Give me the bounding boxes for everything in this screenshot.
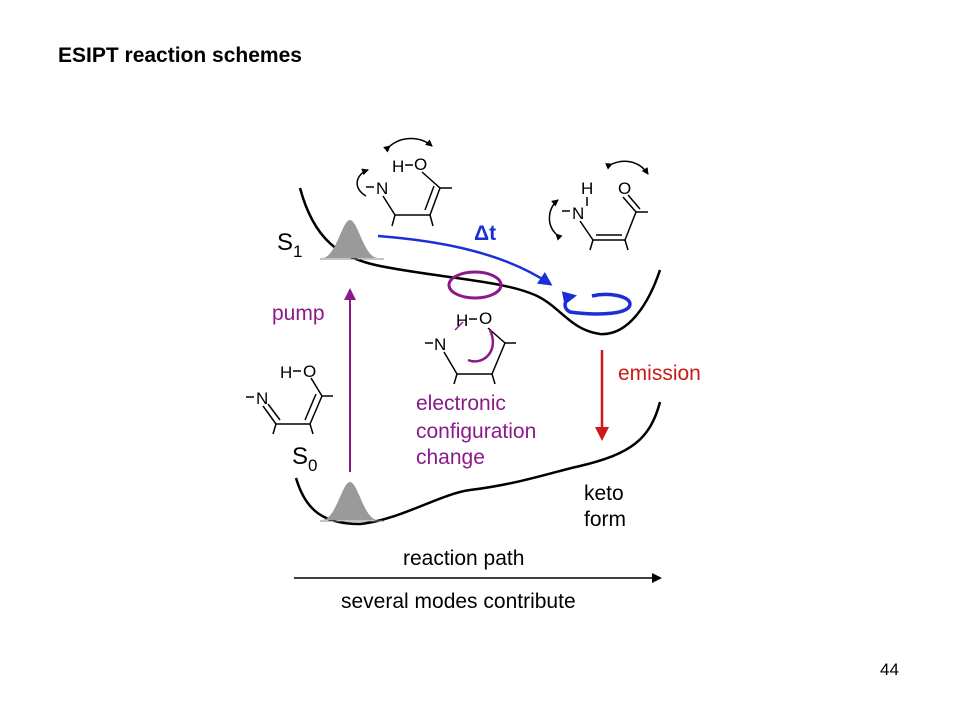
s0-wavepacket: [320, 482, 384, 522]
slide-title: ESIPT reaction schemes: [58, 44, 302, 67]
svg-text:O: O: [414, 155, 427, 174]
svg-text:O: O: [303, 362, 316, 381]
s1-wavepacket: [320, 220, 384, 260]
emission-label: emission: [618, 362, 701, 385]
modes-label: several modes contribute: [341, 590, 576, 613]
svg-text:O: O: [479, 309, 492, 328]
pump-label: pump: [272, 302, 325, 325]
delta-t-label: Δt: [474, 222, 496, 245]
svg-text:O: O: [618, 179, 631, 198]
svg-text:form: form: [584, 508, 626, 531]
delta-t-arrow: [377, 234, 553, 286]
svg-text:configuration: configuration: [416, 420, 536, 443]
s0-state-label: S0: [292, 443, 317, 475]
keto-form-label: keto form: [584, 482, 626, 531]
molecule-enol-ground: H O N: [246, 362, 333, 435]
svg-text:N: N: [434, 335, 446, 354]
svg-text:change: change: [416, 446, 485, 469]
molecule-keto-excited: H N O: [548, 160, 649, 251]
blue-loop-arrow: [561, 291, 632, 316]
svg-text:H: H: [280, 363, 292, 382]
s1-state-label: S1: [277, 229, 302, 261]
reaction-path-label: reaction path: [403, 547, 524, 570]
molecule-enol-excited: H O N: [356, 137, 452, 227]
page-number: 44: [880, 660, 899, 679]
config-change-label: electronic configuration change: [416, 392, 536, 469]
svg-text:N: N: [376, 179, 388, 198]
svg-text:N: N: [572, 204, 584, 223]
purple-ellipse: [447, 270, 503, 300]
svg-text:H: H: [392, 157, 404, 176]
svg-text:H: H: [581, 179, 593, 198]
molecule-transition: H O N: [425, 309, 516, 385]
svg-text:N: N: [256, 389, 268, 408]
svg-text:electronic: electronic: [416, 392, 506, 415]
svg-text:keto: keto: [584, 482, 624, 505]
